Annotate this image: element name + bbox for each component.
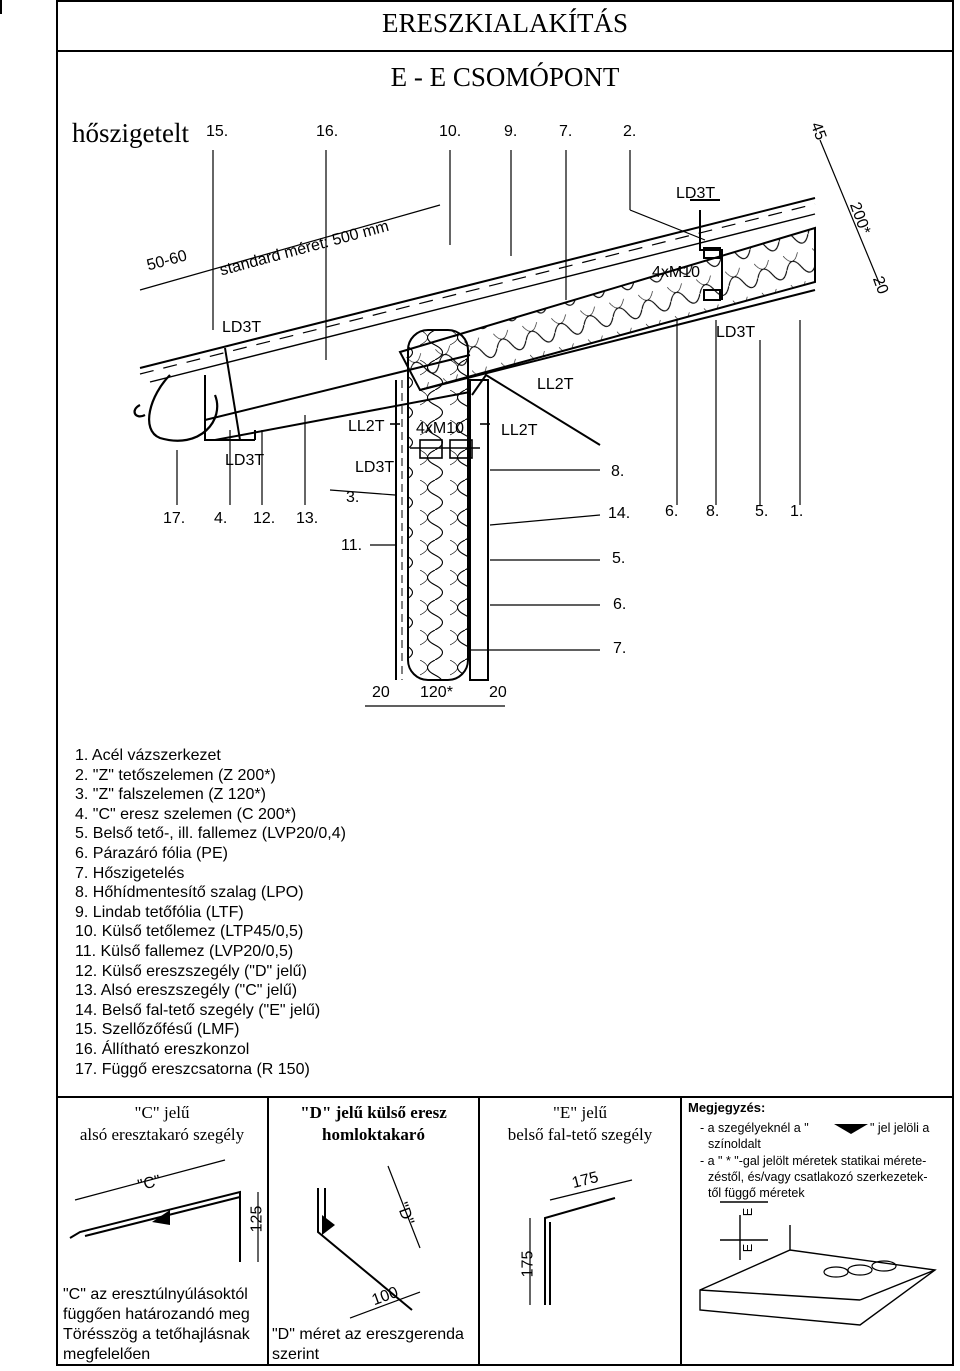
legend-item: 4. "C" eresz szelemen (C 200*) [75, 805, 297, 823]
legend-item: 2. "Z" tetőszelemen (Z 200*) [75, 766, 276, 784]
ref-3: 3. [346, 489, 360, 506]
section-mark-e-top: E [741, 1207, 756, 1217]
label-ld3t-right: LD3T [716, 324, 756, 341]
label-ld3t-eave: LD3T [222, 319, 262, 336]
label-ll2t-right: LL2T [501, 422, 538, 439]
legend-item: 13. Alsó ereszszegély ("C" jelű) [75, 982, 298, 1000]
ref-5-right: 5. [612, 550, 626, 567]
wall-insulation [407, 329, 469, 681]
drawing-title: ERESZKIALAKÍTÁS [382, 8, 628, 38]
label-4xm10-top: 4xM10 [652, 264, 701, 281]
ref-12: 12. [253, 510, 276, 527]
ref-6: 6. [665, 503, 679, 520]
label-ll2t-left: LL2T [348, 418, 385, 435]
legend-item: 5. Belső tető-, ill. fallemez (LVP20/0,4… [75, 825, 346, 843]
box-e-dim-175-side: 175 [519, 1250, 537, 1278]
box-d-title: "D" jelű külső eresz homloktakaró [300, 1103, 447, 1144]
purlin-connection [690, 199, 723, 301]
ref-7: 7. [559, 123, 573, 140]
note-line-1: - a szegélyeknél a " [700, 1121, 809, 1135]
label-ld3t-mid: LD3T [355, 459, 395, 476]
dim-120: 120* [420, 684, 453, 701]
insulated-label: hőszigetelt [72, 118, 189, 148]
ref-7-right: 7. [613, 640, 627, 657]
legend-item: 12. Külső ereszszegély ("D" jelű) [75, 962, 307, 980]
drawing-frame [56, 0, 954, 1366]
ref-1: 1. [790, 503, 804, 520]
box-c-title: "C" jelű alsó eresztakaró szegély [79, 1103, 245, 1144]
ref-10: 10. [439, 123, 462, 140]
note-line-4: zéstől, és/vagy csatlakozó szerkezetek- [708, 1170, 928, 1184]
legend-item: 3. "Z" falszelemen (Z 120*) [75, 786, 266, 804]
legend-item: 6. Párazáró fólia (PE) [75, 844, 228, 862]
ref-15: 15. [206, 123, 229, 140]
ref-8-right: 8. [611, 463, 625, 480]
drawing-subtitle: E - E CSOMÓPONT [390, 62, 620, 92]
legend-item: 1. Acél vázszerkezet [75, 747, 221, 764]
ref-5: 5. [755, 503, 769, 520]
legend-item: 9. Lindab tetőfólia (LTF) [75, 903, 244, 921]
crop-mark [0, 0, 2, 14]
dim-20-wall: 20 [489, 684, 507, 701]
box-d-note: "D" méret az ereszgerenda szerint [272, 1326, 464, 1363]
box-c-note: "C" az eresztúlnyúlásoktól függően határ… [63, 1286, 250, 1363]
note-title: Megjegyzés: [688, 1100, 766, 1115]
note-line-1b: " jel jelöli a [870, 1121, 930, 1135]
label-4xm10-mid: 4xM10 [416, 420, 465, 437]
box-e-title: "E" jelű belső fal-tető szegély [507, 1103, 653, 1144]
ref-9: 9. [504, 123, 518, 140]
eave-structure [204, 347, 471, 441]
note-line-2: színoldalt [708, 1137, 761, 1151]
label-ll2t-center: LL2T [537, 376, 574, 393]
ref-13: 13. [296, 510, 319, 527]
label-ld3t-gutter: LD3T [225, 452, 265, 469]
note-line-5: től függő méretek [708, 1186, 805, 1200]
legend-item: 17. Függő ereszcsatorna (R 150) [75, 1060, 310, 1078]
ref-16: 16. [316, 123, 339, 140]
section-mark-e-bottom: E [741, 1243, 756, 1253]
legend-item: 16. Állítható ereszkonzol [75, 1040, 250, 1058]
note-line-3: - a " * "-gal jelölt méretek statikai mé… [700, 1154, 927, 1168]
label-ld3t-top: LD3T [676, 185, 716, 202]
ref-4: 4. [214, 510, 228, 527]
box-c-dim-125: 125 [248, 1205, 266, 1233]
gutter [148, 374, 219, 442]
bolts [390, 423, 490, 459]
legend-item: 11. Külső fallemez (LVP20/0,5) [75, 942, 294, 960]
title-divider [56, 50, 954, 52]
legend-item: 7. Hőszigetelés [75, 864, 185, 882]
ref-14: 14. [608, 505, 631, 522]
ref-6-right: 6. [613, 596, 627, 613]
ref-17: 17. [163, 510, 186, 527]
ref-2: 2. [623, 123, 637, 140]
legend-item: 10. Külső tetőlemez (LTP45/0,5) [75, 923, 304, 941]
legend-item: 8. Hőhídmentesítő szalag (LPO) [75, 884, 304, 902]
parts-legend: 1. Acél vázszerkezet 2. "Z" tetőszelemen… [75, 746, 346, 1079]
legend-item: 14. Belső fal-tető szegély ("E" jelű) [75, 1001, 321, 1019]
ref-11: 11. [341, 537, 363, 554]
roof-sheet [139, 197, 816, 383]
legend-item: 15. Szellőzőfésű (LMF) [75, 1021, 240, 1039]
ref-8: 8. [706, 503, 720, 520]
dim-20-left: 20 [372, 684, 390, 701]
